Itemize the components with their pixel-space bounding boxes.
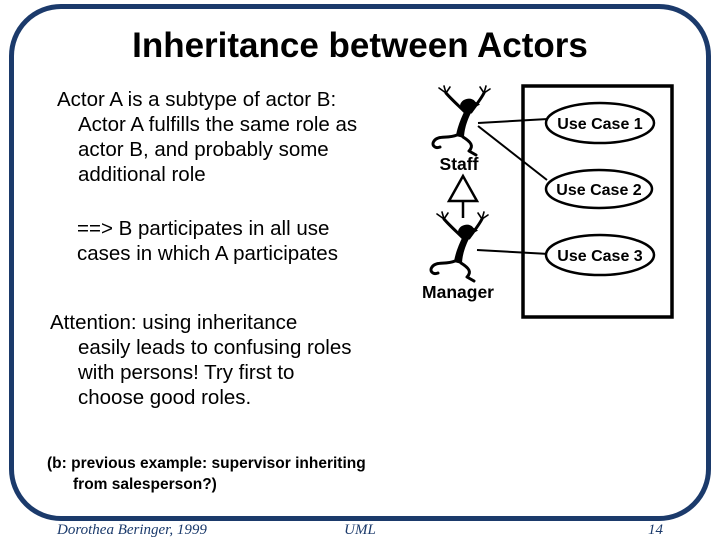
association-staff-usecase2: [477, 125, 548, 181]
footer-author: Dorothea Beringer, 1999: [57, 522, 207, 538]
footer-course: UML: [344, 522, 376, 538]
text-line: actor B, and probably some: [78, 138, 329, 161]
text-line: Actor A fulfills the same role as: [78, 113, 358, 136]
paragraph-footnote: (b: previous example: supervisor inherit…: [47, 453, 366, 495]
use-case-2-label: Use Case 2: [556, 182, 641, 199]
actor-manager-label: Manager: [422, 282, 494, 302]
use-case-1-label: Use Case 1: [557, 116, 642, 133]
text-line: (b: previous example: supervisor inherit…: [47, 455, 366, 472]
uml-use-case-diagram: Use Case 1 Use Case 2 Use Case 3 Staff M…: [422, 84, 674, 319]
text-line: with persons! Try first to: [78, 361, 295, 384]
actor-staff-label: Staff: [440, 154, 479, 174]
use-case-2-ellipse: [544, 168, 654, 210]
association-manager-usecase3: [476, 249, 550, 255]
paragraph-actor-subtype: Actor A is a subtype of actor B: Actor A…: [57, 87, 357, 187]
use-case-3-ellipse: [544, 233, 656, 277]
use-case-3-label: Use Case 3: [557, 248, 642, 265]
use-case-1-ellipse: [544, 101, 656, 145]
text-line: additional role: [78, 163, 206, 186]
actor-staff-icon: [431, 84, 492, 157]
text-line: cases in which A participates: [77, 242, 338, 265]
text-line: ==> B participates in all use: [77, 217, 330, 240]
paragraph-participates: ==> B participates in all use cases in w…: [77, 216, 338, 266]
inheritance-arrow-triangle: [446, 173, 480, 203]
footer-page-number: 14: [648, 522, 663, 538]
text-line: from salesperson?): [73, 476, 217, 493]
association-staff-usecase1: [477, 118, 549, 124]
text-line: choose good roles.: [78, 386, 252, 409]
slide-title: Inheritance between Actors: [132, 26, 588, 65]
text-line: Attention: using inheritance: [50, 311, 298, 334]
actor-manager-icon: [429, 210, 490, 283]
text-line: easily leads to confusing roles: [78, 336, 352, 359]
system-boundary-box: [521, 84, 674, 319]
slide-border-frame: [9, 4, 711, 521]
paragraph-attention: Attention: using inheritance easily lead…: [50, 310, 352, 410]
text-line: Actor A is a subtype of actor B:: [57, 88, 337, 111]
